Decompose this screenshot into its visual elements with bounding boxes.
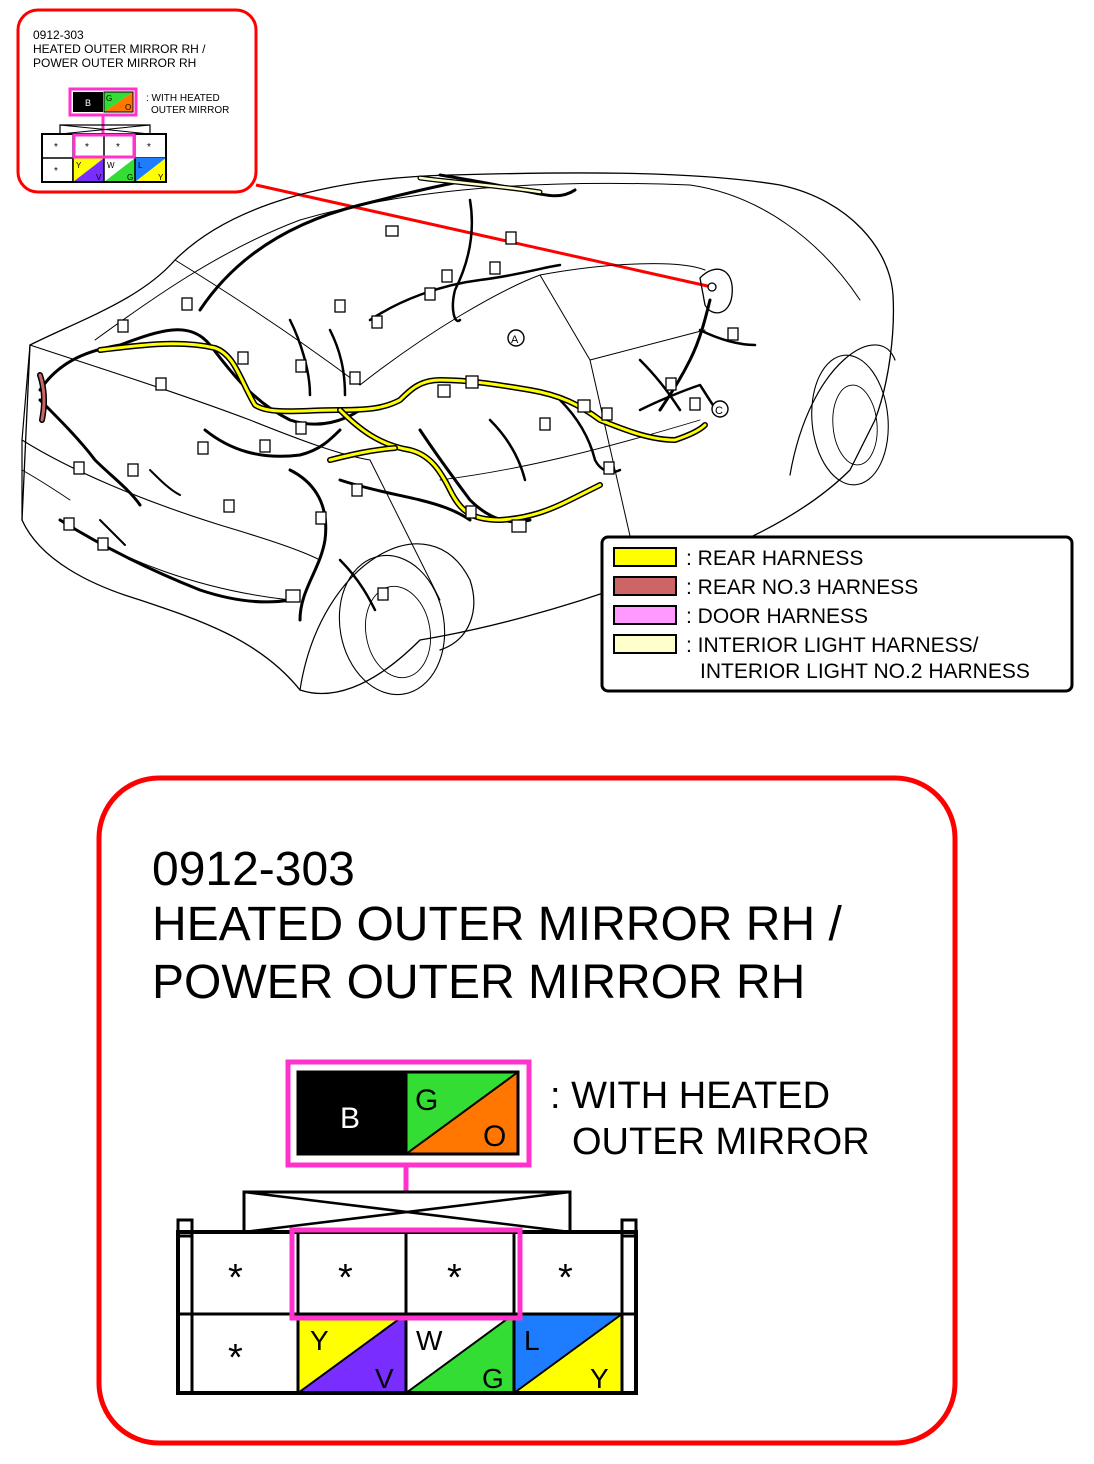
bottom-pin-4b: Y	[590, 1363, 609, 1394]
small-top-pin-2: *	[85, 142, 89, 153]
legend-item-door: : DOOR HARNESS	[613, 605, 868, 628]
heated-pin-g-label: G	[415, 1084, 438, 1117]
small-top-pin-3: *	[116, 142, 120, 153]
heated-pin-b-label: B	[340, 1102, 360, 1135]
legend-border	[600, 535, 1074, 693]
legend-swatch-rear	[613, 547, 677, 567]
callout-leader-line	[255, 183, 713, 289]
svg-text:: DOOR HARNESS: : DOOR HARNESS	[686, 605, 868, 628]
top-pin-3: *	[447, 1257, 462, 1299]
small-heated-connector: B G O	[68, 87, 138, 117]
top-pin-4: *	[558, 1257, 573, 1299]
heated-note-line2: OUTER MIRROR	[572, 1121, 870, 1163]
top-pin-2: *	[338, 1257, 353, 1299]
main-connector: * * * * * Y V W G L Y	[176, 1190, 638, 1395]
small-pin-b: B	[85, 98, 91, 108]
small-bottom-pin-1: *	[54, 166, 58, 177]
connector-title-line2: POWER OUTER MIRROR RH	[152, 956, 805, 1009]
small-main-connector: * * * * * Y V W G L Y	[41, 124, 167, 183]
marker-a: A	[507, 329, 525, 347]
svg-text:: REAR NO.3 HARNESS: : REAR NO.3 HARNESS	[686, 576, 918, 599]
connector-title-line1: HEATED OUTER MIRROR RH /	[152, 898, 842, 951]
bottom-pin-2a: Y	[310, 1325, 329, 1356]
small-bottom-pin-3b: G	[127, 173, 133, 182]
bottom-pin-2b: V	[375, 1363, 394, 1394]
small-callout-code: 0912-303	[33, 28, 84, 42]
legend-swatch-door	[613, 605, 677, 625]
small-top-pin-4: *	[147, 142, 151, 153]
bottom-pin-1: *	[228, 1337, 243, 1379]
connector-code: 0912-303	[152, 843, 355, 896]
svg-text:C: C	[715, 405, 723, 417]
car-illustration	[21, 172, 896, 696]
heated-pin-b	[298, 1072, 406, 1154]
bottom-pin-4a: L	[524, 1325, 540, 1356]
marker-c: C	[711, 400, 729, 418]
heated-pin-o-label: O	[483, 1120, 506, 1153]
small-callout-title-line1: HEATED OUTER MIRROR RH /	[33, 42, 206, 56]
harness-routing	[37, 173, 757, 622]
small-bottom-pin-2a: Y	[76, 161, 82, 170]
svg-text:: REAR HARNESS: : REAR HARNESS	[686, 547, 863, 570]
legend-item-interior-light: : INTERIOR LIGHT HARNESS/ INTERIOR LIGHT…	[613, 634, 1030, 683]
top-pin-1: *	[228, 1257, 243, 1299]
legend-item-rear-no3: : REAR NO.3 HARNESS	[613, 576, 918, 599]
small-pin-g: G	[106, 94, 112, 103]
harness-connectors	[63, 225, 739, 603]
bottom-pin-3a: W	[416, 1325, 443, 1356]
bottom-pin-3b: G	[482, 1363, 504, 1394]
legend-swatch-interior-light	[613, 634, 677, 654]
car-body-outline	[21, 172, 895, 695]
legend-swatch-rear-no3	[613, 576, 677, 596]
side-mirror	[699, 268, 733, 314]
harness-legend: : REAR HARNESS : REAR NO.3 HARNESS : DOO…	[600, 535, 1074, 693]
svg-text:A: A	[511, 334, 519, 346]
small-bottom-pin-4b: Y	[158, 173, 164, 182]
svg-text:: INTERIOR LIGHT HARNESS/: : INTERIOR LIGHT HARNESS/	[686, 634, 979, 657]
small-note-line2: OUTER MIRROR	[151, 105, 229, 116]
small-bottom-pin-3a: W	[107, 161, 115, 170]
main-connector-highlight	[289, 1227, 523, 1321]
small-callout-title-line2: POWER OUTER MIRROR RH	[33, 56, 196, 70]
legend-item-rear: : REAR HARNESS	[613, 547, 863, 570]
small-callout: 0912-303 HEATED OUTER MIRROR RH / POWER …	[16, 8, 258, 194]
legend-continuation: INTERIOR LIGHT NO.2 HARNESS	[700, 660, 1030, 683]
small-bottom-pin-4a: L	[138, 161, 143, 170]
small-pin-o: O	[125, 103, 131, 112]
small-top-pin-1: *	[54, 142, 58, 153]
heated-note-line1: : WITH HEATED	[550, 1075, 830, 1117]
connector-detail: 0912-303 HEATED OUTER MIRROR RH / POWER …	[96, 775, 958, 1446]
heated-connector: B G O	[285, 1059, 532, 1168]
small-bottom-pin-2b: V	[96, 173, 102, 182]
small-note-line1: : WITH HEATED	[146, 93, 220, 104]
